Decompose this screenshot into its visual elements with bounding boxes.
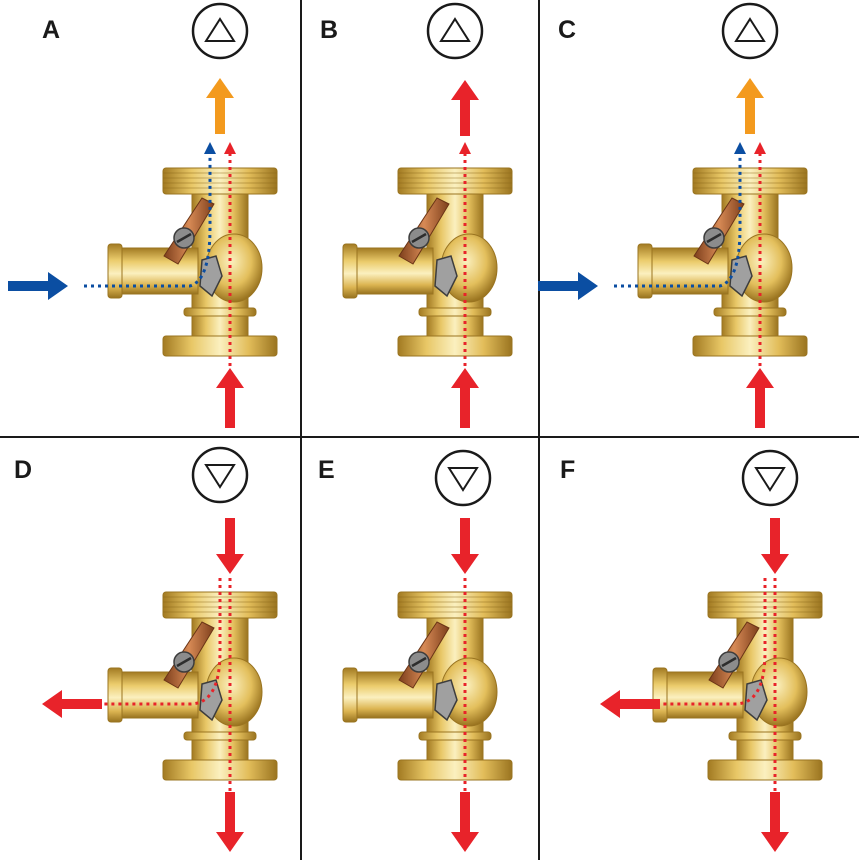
valve-body bbox=[107, 591, 278, 781]
pump-triangle-up-icon bbox=[721, 2, 779, 60]
cold-inlet-arrow bbox=[538, 272, 598, 300]
valve-body bbox=[637, 167, 808, 357]
valve-side-flange bbox=[107, 243, 123, 299]
valve-side-flange bbox=[107, 667, 123, 723]
valve-bottom-flange bbox=[397, 759, 513, 781]
screw-icon bbox=[408, 651, 430, 673]
panel-d: D bbox=[14, 446, 278, 852]
valve-ring bbox=[418, 307, 492, 317]
valve-side-port bbox=[107, 671, 199, 719]
valve-side-flange bbox=[637, 243, 653, 299]
panel-f: F bbox=[560, 449, 823, 852]
valve-top-nut bbox=[162, 167, 278, 195]
hot-flow-arrowhead bbox=[459, 142, 471, 154]
screw-icon bbox=[173, 227, 195, 249]
hot-inlet-arrow bbox=[451, 518, 479, 574]
hot-side-outlet-arrow bbox=[42, 690, 102, 718]
check-disc-icon bbox=[729, 255, 753, 298]
cold-flow-arrowhead bbox=[204, 142, 216, 154]
hot-outlet-arrow bbox=[761, 792, 789, 852]
valve-side-flange bbox=[342, 243, 358, 299]
check-disc-icon bbox=[434, 255, 458, 298]
cold-flow-path bbox=[614, 150, 742, 288]
hot-inlet-arrow bbox=[451, 368, 479, 428]
valve-body bbox=[652, 591, 823, 781]
hot-inlet-arrow bbox=[216, 518, 244, 574]
panel-label: B bbox=[320, 16, 338, 44]
valve-ring bbox=[183, 307, 257, 317]
valve-bottom-flange bbox=[397, 335, 513, 357]
panel-label: D bbox=[14, 456, 32, 484]
hot-outlet-arrow bbox=[451, 792, 479, 852]
valve-side-flange bbox=[342, 667, 358, 723]
hot-outlet-arrow bbox=[451, 80, 479, 136]
valve-ring bbox=[713, 307, 787, 317]
hot-inlet-arrow bbox=[746, 368, 774, 428]
hot-side-flow-path bbox=[94, 578, 222, 706]
check-disc-icon bbox=[434, 679, 458, 722]
hot-side-outlet-arrow bbox=[600, 690, 660, 718]
hot-outlet-arrow bbox=[216, 792, 244, 852]
valve-top-nut bbox=[397, 591, 513, 619]
screw-icon bbox=[718, 651, 740, 673]
valve-body bbox=[342, 591, 513, 781]
panel-label: E bbox=[318, 456, 335, 484]
panel-label: A bbox=[42, 16, 60, 44]
valve-top-nut bbox=[692, 167, 808, 195]
panel-label: F bbox=[560, 456, 575, 484]
hot-flow-arrowhead bbox=[224, 142, 236, 154]
cold-flow-arrowhead bbox=[734, 142, 746, 154]
pump-triangle-down-icon bbox=[741, 449, 799, 507]
pump-triangle-down-icon bbox=[434, 449, 492, 507]
valve-ring bbox=[183, 731, 257, 741]
pump-triangle-up-icon bbox=[191, 2, 249, 60]
valve-bottom-flange bbox=[162, 335, 278, 357]
valve-ring bbox=[418, 731, 492, 741]
screw-icon bbox=[408, 227, 430, 249]
valve-bottom-flange bbox=[707, 759, 823, 781]
hot-flow-arrowhead bbox=[754, 142, 766, 154]
pump-triangle-down-icon bbox=[191, 446, 249, 504]
valve-body bbox=[342, 167, 513, 357]
hot-side-flow-path bbox=[639, 578, 767, 706]
hot-inlet-arrow bbox=[761, 518, 789, 574]
panel-e: E bbox=[318, 449, 513, 852]
cold-flow-path bbox=[84, 150, 212, 288]
panel-c: C bbox=[538, 2, 808, 428]
check-disc-icon bbox=[199, 255, 223, 298]
hot-inlet-arrow bbox=[216, 368, 244, 428]
mixed-outlet-arrow bbox=[206, 78, 234, 134]
valve-ring bbox=[728, 731, 802, 741]
check-disc-icon bbox=[744, 679, 768, 722]
panel-a: A bbox=[8, 2, 278, 428]
mixed-outlet-arrow bbox=[736, 78, 764, 134]
valve-bottom-flange bbox=[162, 759, 278, 781]
panel-label: C bbox=[558, 16, 576, 44]
screw-icon bbox=[173, 651, 195, 673]
valve-body bbox=[107, 167, 278, 357]
pump-triangle-up-icon bbox=[426, 2, 484, 60]
valve-bottom-flange bbox=[692, 335, 808, 357]
panel-b: B bbox=[320, 2, 513, 428]
valve-side-flange bbox=[652, 667, 668, 723]
screw-icon bbox=[703, 227, 725, 249]
check-disc-icon bbox=[199, 679, 223, 722]
cold-inlet-arrow bbox=[8, 272, 68, 300]
valve-top-nut bbox=[397, 167, 513, 195]
